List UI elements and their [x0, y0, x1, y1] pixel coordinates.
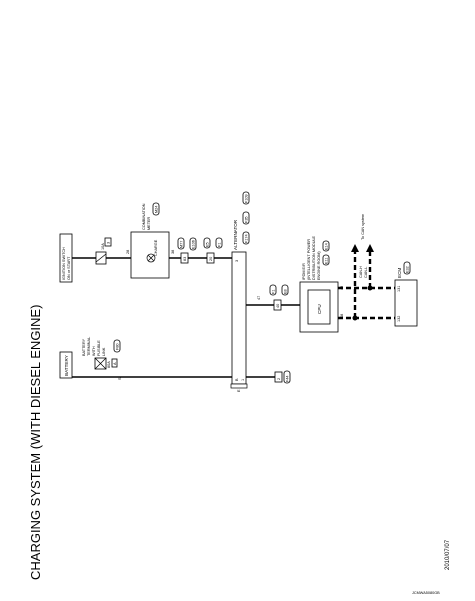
- svg-text:3: 3: [107, 242, 111, 244]
- svg-text:ENGINE ROOM): ENGINE ROOM): [317, 251, 321, 280]
- svg-text:BATTERY: BATTERY: [64, 355, 69, 376]
- battery-terminal-fusible-link: 80A A BATTERY TERMINAL WITH FUSIBLE LINK…: [82, 337, 122, 380]
- svg-text:20: 20: [209, 257, 213, 261]
- svg-text:FUSIBLE: FUSIBLE: [97, 340, 101, 356]
- svg-text:E32: E32: [406, 266, 410, 273]
- svg-text:F35: F35: [245, 216, 249, 223]
- svg-text:48: 48: [340, 314, 344, 318]
- can-bus-lines: CAN-H CAN-L To CAN system: [338, 214, 395, 321]
- harness-connector-2: 20 E5 F1: [203, 237, 223, 264]
- can-l-junction: [352, 315, 358, 321]
- alternator-ground-icon: [230, 383, 248, 389]
- svg-text:2: 2: [277, 378, 281, 380]
- svg-text:E: E: [237, 389, 241, 392]
- svg-text:F1: F1: [272, 290, 276, 294]
- ground-connector: 2 F44: [246, 370, 291, 384]
- svg-text:M77: M77: [180, 241, 184, 248]
- battery: BATTERY: [59, 351, 73, 379]
- svg-text:TERMINAL: TERMINAL: [87, 337, 91, 356]
- svg-text:CAN-L: CAN-L: [364, 267, 368, 278]
- diagram-date: 2010/07/07: [445, 539, 451, 570]
- svg-text:IGNITION SWITCH: IGNITION SWITCH: [62, 247, 66, 280]
- svg-text:E106: E106: [192, 240, 196, 249]
- svg-text:F174: F174: [245, 234, 249, 243]
- svg-text:CHARGE: CHARGE: [154, 239, 158, 256]
- svg-text:CAN-H: CAN-H: [359, 266, 363, 278]
- svg-text:To CAN system: To CAN system: [361, 214, 365, 240]
- svg-text:E5: E5: [206, 242, 210, 247]
- svg-text:131: 131: [397, 286, 401, 292]
- can-h-junction: [367, 285, 373, 291]
- ignition-switch: IGNITION SWITCH ON or START: [59, 233, 73, 283]
- svg-text:B: B: [235, 378, 239, 381]
- svg-text:47: 47: [257, 296, 261, 300]
- ipdm-harness-connector: 40 F1 E8: [269, 284, 289, 311]
- svg-text:10A: 10A: [101, 243, 105, 250]
- svg-text:IPDM E/R: IPDM E/R: [302, 263, 306, 280]
- can-h-arrow-icon: [366, 244, 374, 252]
- combination-meter: COMBINATION METER M24 CHARGE 28 38: [126, 202, 175, 279]
- alternator: ALTERNATOR F174 F35 F109 3 47 B 1 E: [230, 191, 261, 392]
- svg-text:28: 28: [126, 250, 130, 254]
- svg-text:E14: E14: [325, 243, 329, 250]
- svg-text:F1: F1: [218, 243, 222, 247]
- ecm: ECM E32 131 132: [394, 261, 418, 327]
- svg-text:80A: 80A: [107, 361, 111, 368]
- svg-text:132: 132: [397, 316, 401, 322]
- svg-text:E8: E8: [284, 289, 288, 294]
- page-title: CHARGING SYSTEM (WITH DIESEL ENGINE): [28, 305, 43, 580]
- svg-text:S: S: [118, 377, 122, 380]
- can-l-arrow-icon: [351, 244, 359, 252]
- svg-text:COMBINATION: COMBINATION: [142, 203, 146, 230]
- harness-connector-1: 83 M77 E106: [177, 237, 197, 264]
- ipdm-er-module: CPU IPDM E/R (INTELLIGENT POWER DISTRIBU…: [299, 235, 344, 333]
- svg-text:A: A: [113, 362, 117, 365]
- svg-text:CPU: CPU: [317, 304, 322, 314]
- svg-text:E11: E11: [325, 258, 329, 264]
- svg-text:1: 1: [241, 379, 245, 381]
- svg-text:BATTERY: BATTERY: [82, 338, 86, 356]
- svg-text:METER: METER: [147, 216, 151, 230]
- svg-text:F109: F109: [245, 194, 249, 203]
- svg-text:40: 40: [276, 304, 280, 308]
- svg-text:LINK: LINK: [102, 347, 106, 356]
- svg-text:F80: F80: [116, 343, 120, 350]
- svg-text:M24: M24: [155, 206, 159, 213]
- fuse-10a: 10A 3: [95, 237, 112, 265]
- svg-text:38: 38: [171, 250, 175, 254]
- figure-code: JCMWA5080GB: [412, 591, 440, 595]
- svg-text:ON or START: ON or START: [67, 256, 71, 280]
- svg-text:ECM: ECM: [397, 268, 402, 278]
- svg-text:3: 3: [235, 260, 239, 262]
- svg-text:ALTERNATOR: ALTERNATOR: [233, 219, 238, 250]
- svg-text:83: 83: [183, 257, 187, 261]
- svg-text:F44: F44: [286, 375, 290, 382]
- svg-text:(INTELLIGENT POWER: (INTELLIGENT POWER: [307, 239, 311, 280]
- svg-text:WITH: WITH: [92, 346, 96, 356]
- svg-text:DISTRIBUTION MODULE: DISTRIBUTION MODULE: [312, 235, 316, 280]
